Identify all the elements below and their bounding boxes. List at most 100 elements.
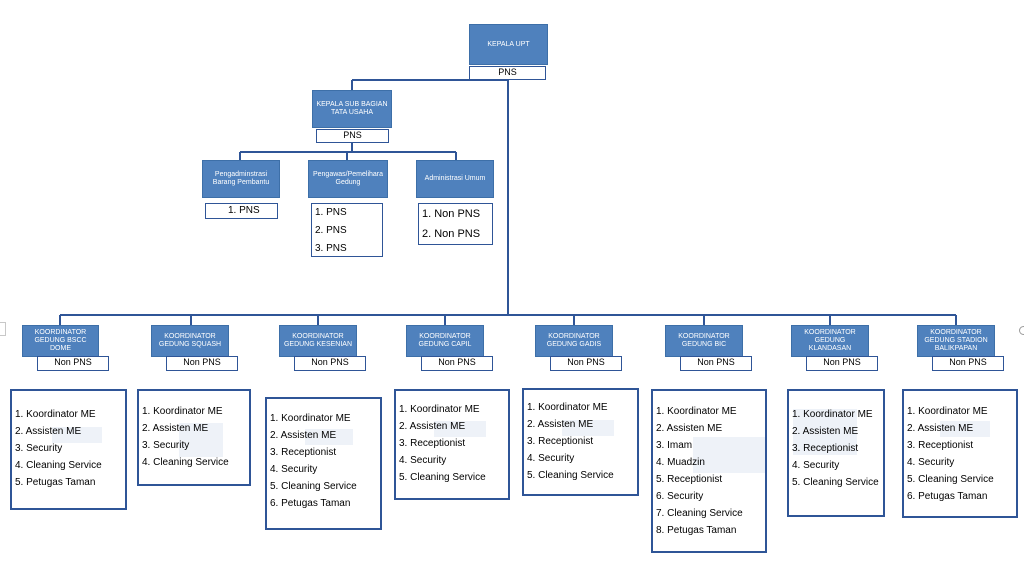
list-item: 2. Assisten ME: [270, 430, 337, 441]
coordinator-status: Non PNS: [806, 356, 878, 371]
list-item: 2. Assisten ME: [907, 423, 974, 434]
coordinator-box: KOORDINATOR GEDUNG KESENIAN: [279, 325, 357, 357]
coordinator-title: KOORDINATOR GEDUNG KESENIAN: [283, 333, 353, 348]
coordinator-status: Non PNS: [166, 356, 238, 371]
coordinator-status: Non PNS: [37, 356, 109, 371]
list-item: 4. Cleaning Service: [142, 457, 229, 468]
subhead-status: PNS: [316, 129, 389, 143]
admin-unit-box: Pengadminstrasi Barang Pembantu: [202, 160, 280, 198]
list-item: 3. Receptionist: [270, 447, 337, 458]
coordinator-status: Non PNS: [294, 356, 366, 371]
list-item: 6. Petugas Taman: [907, 491, 988, 502]
list-item: 1. Koordinator ME: [399, 404, 480, 415]
list-item: 2. Assisten ME: [15, 426, 82, 437]
staff-list: 1. Koordinator ME 2. Assisten ME 3. Rece…: [902, 389, 1018, 518]
coordinator-status-label: Non PNS: [823, 357, 861, 367]
admin-unit-list: 1. PNS: [205, 203, 278, 219]
staff-list: 1. Koordinator ME 2. Assisten ME 3. Secu…: [10, 389, 127, 510]
list-item: 6. Petugas Taman: [270, 498, 351, 509]
coordinator-status-label: Non PNS: [54, 357, 92, 367]
coordinator-status-label: Non PNS: [567, 357, 605, 367]
list-item: 1. Koordinator ME: [142, 406, 223, 417]
coordinator-status: Non PNS: [680, 356, 752, 371]
list-item: 5. Cleaning Service: [907, 474, 994, 485]
list-item: 1. PNS: [315, 207, 347, 218]
coordinator-title: KOORDINATOR GEDUNG SQUASH: [158, 333, 222, 348]
coordinator-box: KOORDINATOR GEDUNG GADIS: [535, 325, 613, 357]
list-item: 4. Security: [270, 464, 318, 475]
staff-list: 1. Koordinator ME 2. Assisten ME 3. Rece…: [394, 389, 510, 500]
coordinator-title: KOORDINATOR GEDUNG BIC: [678, 333, 730, 348]
list-item: 5. Cleaning Service: [792, 477, 879, 488]
subhead-status-label: PNS: [343, 130, 362, 140]
list-item: 3. Imam: [656, 440, 693, 451]
staff-list: 1. Koordinator ME 2. Assisten ME 3. Rece…: [265, 397, 382, 530]
coordinator-box: KOORDINATOR GEDUNG BSCC DOME: [22, 325, 99, 357]
list-item: 2. Assisten ME: [142, 423, 209, 434]
staff-list: 1. Koordinator ME 2. Assisten ME 3. Rece…: [522, 388, 639, 496]
admin-unit-title: Pengadminstrasi Barang Pembantu: [212, 171, 270, 186]
admin-unit-title: Administrasi Umum: [424, 175, 486, 182]
list-item: 6. Security: [656, 491, 704, 502]
head-box: KEPALA UPT: [469, 24, 548, 65]
coordinator-status-label: Non PNS: [183, 357, 221, 367]
list-item: 1. Koordinator ME: [270, 413, 351, 424]
list-item: 4. Cleaning Service: [15, 460, 102, 471]
coordinator-title: KOORDINATOR GEDUNG KLANDASAN: [804, 329, 856, 352]
coordinator-box: KOORDINATOR GEDUNG KLANDASAN: [791, 325, 869, 357]
admin-unit-list: 1. PNS 2. PNS 3. PNS: [311, 203, 383, 257]
coordinator-status-label: Non PNS: [697, 357, 735, 367]
list-item: 1. Koordinator ME: [656, 406, 737, 417]
list-item: 1. Non PNS: [422, 208, 481, 220]
coordinator-title: KOORDINATOR GEDUNG STADION BALIKPAPAN: [924, 329, 988, 352]
admin-unit-title: Pengawas/Pemelihara Gedung: [312, 171, 384, 186]
list-item: 2. Assisten ME: [399, 421, 466, 432]
admin-unit-list: 1. Non PNS 2. Non PNS: [418, 203, 493, 245]
list-item: 2. Assisten ME: [792, 426, 859, 437]
list-item: 1. Koordinator ME: [792, 409, 873, 420]
list-item: 3. PNS: [315, 243, 347, 254]
list-item: 5. Cleaning Service: [527, 470, 614, 481]
list-item: 3. Security: [15, 443, 63, 454]
list-item: 4. Security: [399, 455, 447, 466]
list-item: 2. Assisten ME: [527, 419, 594, 430]
staff-list: 1. Koordinator ME 2. Assisten ME 3. Rece…: [787, 389, 885, 517]
list-item: 4. Security: [527, 453, 575, 464]
subhead-title: KEPALA SUB BAGIAN TATA USAHA: [316, 101, 388, 116]
list-item: 5. Cleaning Service: [270, 481, 357, 492]
list-item: 3. Receptionist: [907, 440, 974, 451]
coordinator-status: Non PNS: [550, 356, 622, 371]
list-item: 4. Muadzin: [656, 457, 705, 468]
list-item: 1. Koordinator ME: [907, 406, 988, 417]
list-item: 2. PNS: [315, 225, 347, 236]
list-item: 1. Koordinator ME: [527, 402, 608, 413]
coordinator-status-label: Non PNS: [311, 357, 349, 367]
list-item: 4. Security: [907, 457, 955, 468]
left-edge-marker: [0, 322, 6, 336]
coordinator-box: KOORDINATOR GEDUNG CAPIL: [406, 325, 484, 357]
coordinator-title: KOORDINATOR GEDUNG BSCC DOME: [34, 329, 87, 352]
coordinator-box: KOORDINATOR GEDUNG BIC: [665, 325, 743, 357]
coordinator-title: KOORDINATOR GEDUNG CAPIL: [418, 333, 472, 348]
coordinator-box: KOORDINATOR GEDUNG STADION BALIKPAPAN: [917, 325, 995, 357]
coordinator-status-label: Non PNS: [438, 357, 476, 367]
list-item: 5. Cleaning Service: [399, 472, 486, 483]
coordinator-status: Non PNS: [421, 356, 493, 371]
head-status: PNS: [469, 66, 546, 80]
list-item: 3. Receptionist: [792, 443, 859, 454]
list-item: 5. Petugas Taman: [15, 477, 96, 488]
coordinator-box: KOORDINATOR GEDUNG SQUASH: [151, 325, 229, 357]
list-item: 1. PNS: [228, 205, 260, 216]
subhead-box: KEPALA SUB BAGIAN TATA USAHA: [312, 90, 392, 128]
right-edge-circle: [1019, 326, 1024, 335]
list-item: 1. Koordinator ME: [15, 409, 96, 420]
coordinator-status-label: Non PNS: [949, 357, 987, 367]
coordinator-status: Non PNS: [932, 356, 1004, 371]
head-status-label: PNS: [498, 67, 517, 77]
list-item: 7. Cleaning Service: [656, 508, 743, 519]
head-title: KEPALA UPT: [487, 40, 530, 48]
admin-unit-box: Pengawas/Pemelihara Gedung: [308, 160, 388, 198]
list-item: 3. Security: [142, 440, 190, 451]
list-item: 3. Receptionist: [527, 436, 594, 447]
